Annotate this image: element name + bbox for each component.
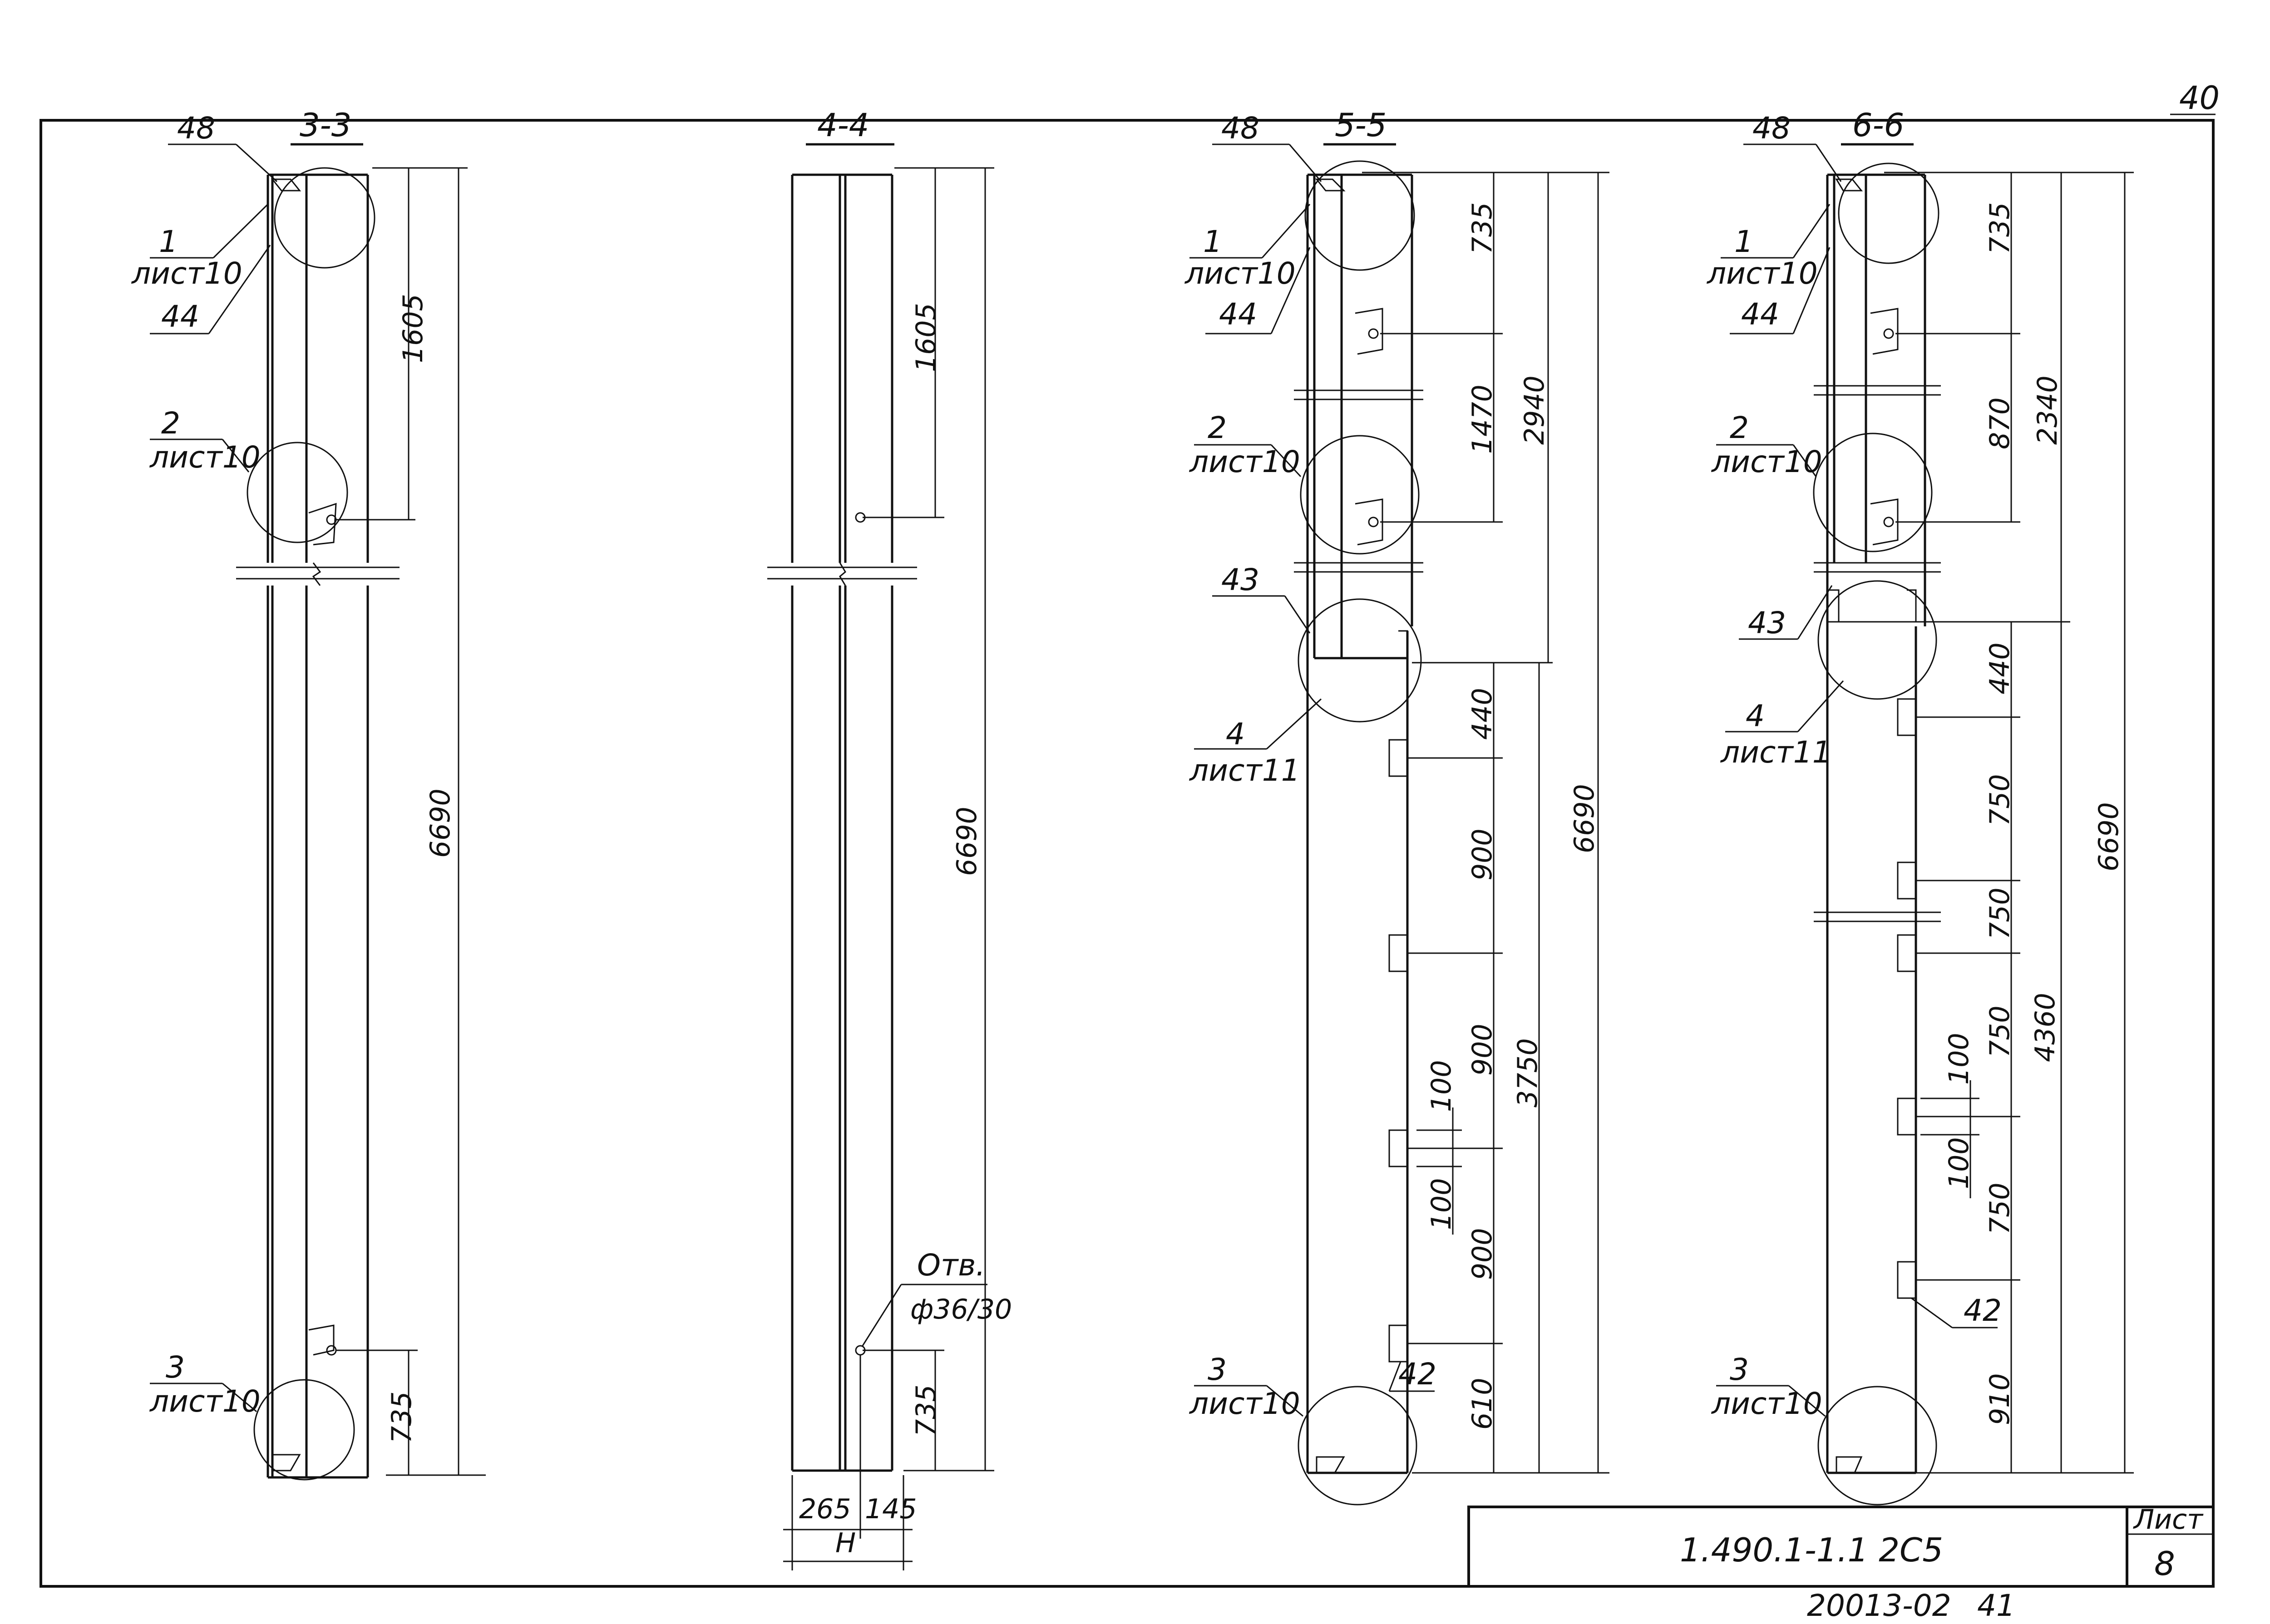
dimension-label: 750: [1984, 887, 2016, 940]
callout-label: лист10: [149, 1384, 261, 1419]
callout-label: 1: [159, 224, 178, 259]
callout-label: 43: [1221, 562, 1259, 597]
dimension-label: 735: [386, 1391, 418, 1443]
callout-label: 48: [1752, 111, 1791, 146]
callout-label: 2: [1208, 410, 1227, 445]
dimension-label: 2340: [2032, 375, 2063, 445]
dimension-label: 100: [1943, 1137, 1975, 1189]
callout-label: лист10: [1189, 444, 1300, 479]
section-title-4-4: 4-4: [817, 107, 869, 144]
dimension-label: 100: [1943, 1033, 1975, 1085]
callout-label: 44: [1219, 297, 1257, 332]
dimension-label: 1605: [397, 294, 429, 363]
callout-label: лист11: [1720, 735, 1831, 770]
sheet-number: 8: [2154, 1545, 2175, 1583]
title-block: 1.490.1-1.1 2С5 Лист 8: [1467, 1504, 2215, 1588]
dimension-label: 750: [1984, 1005, 2016, 1058]
dimension-label: 440: [1466, 688, 1498, 740]
view-5-5: 5-5 48 1: [1184, 107, 1609, 1506]
callout-label: 3: [1730, 1352, 1749, 1387]
dimension-label: 735: [1466, 202, 1498, 254]
dimension-label: 3750: [1512, 1038, 1544, 1107]
dimension-label: 100: [1426, 1060, 1457, 1112]
dimension-label: 4360: [2029, 993, 2061, 1062]
callout-label: лист10: [1184, 256, 1296, 291]
view-4-4: 4-4 Отв. ф36/30 1605 6690 735: [767, 107, 1012, 1570]
callout-label: 2: [161, 406, 180, 441]
section-title-3-3: 3-3: [300, 107, 351, 144]
dimension-label: 1470: [1466, 384, 1498, 454]
callout-label: лист10: [1711, 1386, 1822, 1421]
bottom-note-right: 41: [1977, 1588, 2015, 1623]
callout-label: лист10: [1706, 256, 1818, 291]
callout-label: 42: [1964, 1293, 2002, 1328]
dimension-label: 910: [1984, 1373, 2016, 1425]
callout-label: 44: [1741, 297, 1779, 332]
callout-label: лист11: [1189, 753, 1300, 788]
dimension-label: 6690: [1569, 784, 1600, 853]
dimension-label: 100: [1426, 1178, 1457, 1230]
drawing-code: 1.490.1-1.1 2С5: [1680, 1531, 1943, 1569]
section-title-5-5: 5-5: [1335, 107, 1387, 144]
callout-label: лист10: [149, 440, 261, 475]
dimension-label: 145: [865, 1493, 917, 1525]
callout-label: лист10: [1711, 444, 1822, 479]
bottom-note-left: 20013-02: [1807, 1588, 1951, 1623]
dimension-label: 6690: [2093, 802, 2125, 871]
dimension-label: 440: [1984, 642, 2016, 694]
dimension-label: 610: [1466, 1378, 1498, 1430]
callout-label: 3: [1208, 1352, 1227, 1387]
dimension-label: 870: [1984, 397, 2016, 449]
sheet-label: Лист: [2133, 1504, 2204, 1535]
dimension-label: Н: [835, 1527, 856, 1559]
callout-label: 2: [1730, 410, 1749, 445]
callout-label: 48: [177, 111, 215, 146]
dimension-label: 735: [1984, 202, 2016, 254]
callout-label: 1: [1203, 224, 1222, 259]
callout-label: 1: [1734, 224, 1753, 259]
note-label: ф36/30: [910, 1294, 1012, 1325]
callout-label: 4: [1746, 699, 1765, 733]
callout-label: лист10: [131, 256, 242, 291]
callout-label: 4: [1226, 717, 1245, 752]
drawing-frame: [39, 119, 2215, 1588]
dimension-label: 750: [1984, 1182, 2016, 1235]
dimension-label: 735: [910, 1384, 942, 1437]
callout-label: 44: [161, 299, 199, 334]
callout-label: 48: [1221, 111, 1259, 146]
section-title-6-6: 6-6: [1852, 107, 1904, 144]
dimension-label: 900: [1466, 828, 1498, 881]
dimension-label: 265: [799, 1493, 851, 1525]
callout-label: 43: [1748, 605, 1786, 640]
callout-label: 42: [1398, 1357, 1436, 1392]
callout-label: лист10: [1189, 1386, 1300, 1421]
dimension-label: 6690: [424, 788, 456, 858]
page-number: 40: [2179, 79, 2220, 117]
dimension-label: 2940: [1519, 375, 1550, 445]
dimension-label: 750: [1984, 774, 2016, 826]
dimension-label: 900: [1466, 1228, 1498, 1280]
view-3-3: 3-3 48 1 лист10 44: [131, 107, 486, 1481]
callout-label: 3: [166, 1350, 185, 1385]
dimension-label: 1605: [910, 303, 942, 372]
dimension-label: 900: [1466, 1024, 1498, 1076]
note-label: Отв.: [917, 1248, 985, 1283]
dimension-label: 6690: [951, 807, 983, 876]
view-6-6: 6-6 48 1: [1706, 107, 2134, 1506]
